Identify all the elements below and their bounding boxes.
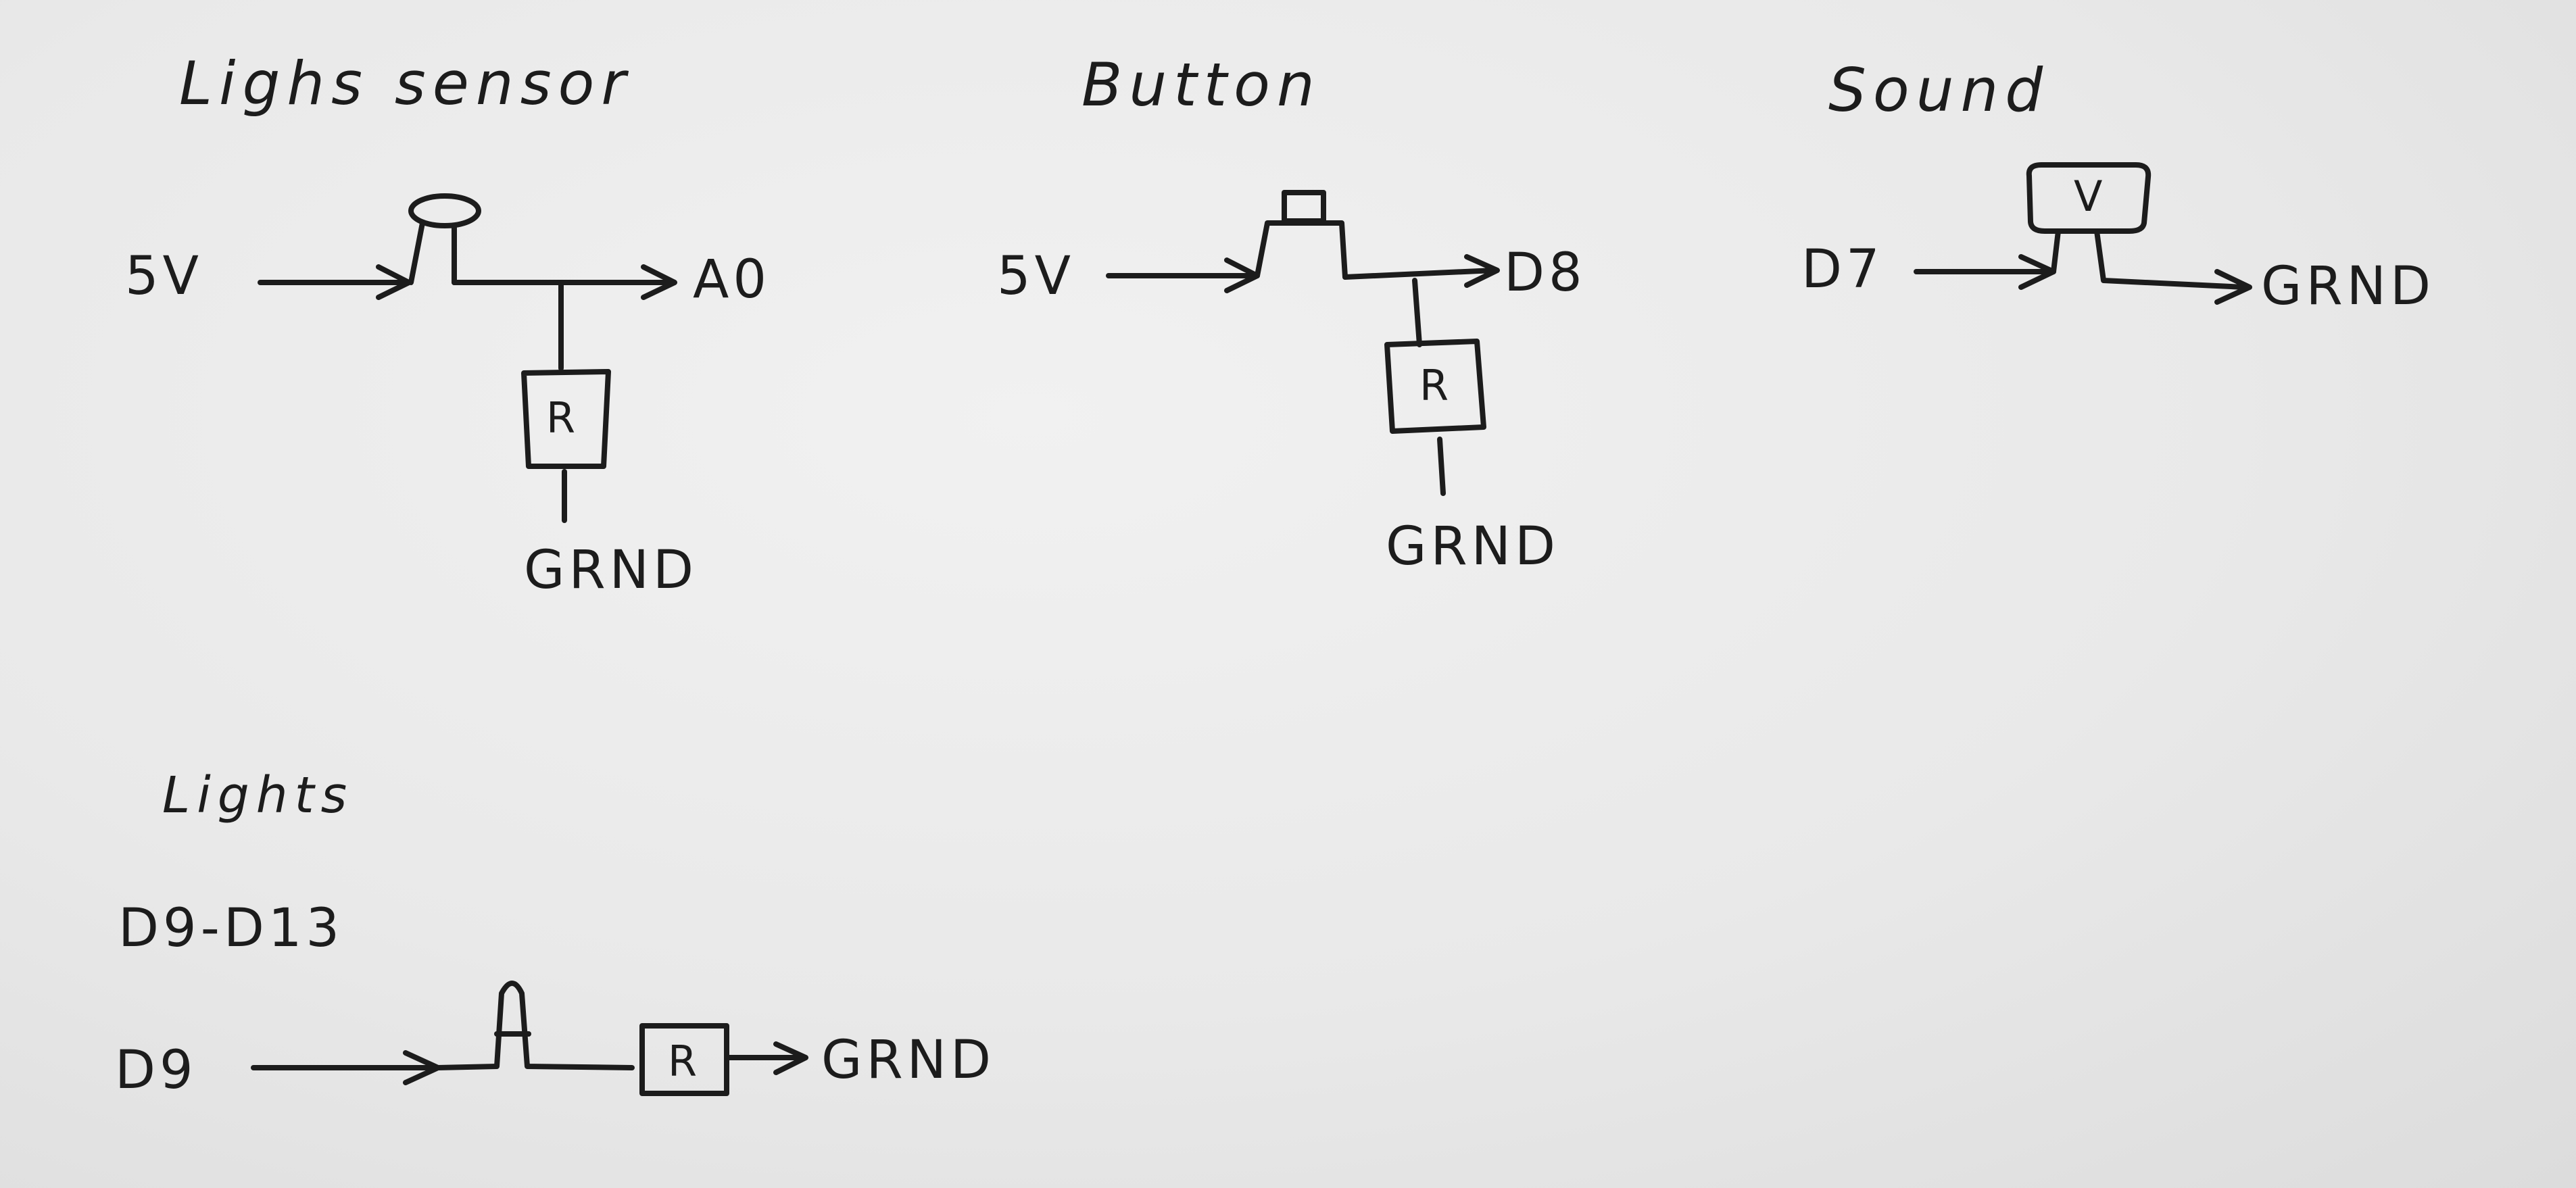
button-input-label: 5V: [997, 246, 1075, 307]
light-sensor-circuit: [258, 193, 677, 523]
button-ground-wire: [1437, 437, 1446, 496]
button-output-label: D8: [1504, 243, 1586, 303]
light-sensor-output-wire: [452, 264, 677, 300]
button-resistor-label: R: [1419, 361, 1453, 410]
light-sensor-title: Lighs sensor: [179, 49, 633, 118]
sound-leads: [2051, 228, 2252, 305]
lights-input-label: D9: [115, 1040, 197, 1101]
sound-input-label: D7: [1801, 239, 1884, 300]
lights-range-label: D9-D13: [118, 898, 344, 959]
lights-ground-wire: [726, 1041, 808, 1075]
lights-led: [435, 981, 635, 1070]
light-sensor-resistor: [521, 369, 611, 469]
sound-title: Sound: [1828, 55, 2050, 125]
sound-circuit: [1914, 162, 2252, 305]
sound-buzzer: [2026, 162, 2152, 234]
lights-title: Lights: [162, 766, 354, 824]
lights-resistor-label: R: [668, 1037, 702, 1086]
button-circuit: [1106, 190, 1500, 496]
light-sensor-resistor-label: R: [546, 393, 580, 443]
button-switch: [1255, 220, 1348, 280]
button-divider-wire: [1412, 278, 1422, 347]
light-sensor-photoresistor: [408, 193, 481, 228]
button-input-arrow: [1106, 257, 1260, 293]
sound-component-label: V: [2074, 172, 2107, 221]
light-sensor-ground-label: GRND: [524, 540, 698, 601]
button-cap: [1282, 190, 1326, 224]
sound-ground-label: GRND: [2261, 256, 2435, 317]
light-sensor-leads: [408, 220, 457, 285]
lights-ground-label: GRND: [821, 1030, 996, 1091]
button-resistor: [1384, 339, 1486, 434]
light-sensor-input-label: 5V: [125, 246, 203, 307]
light-sensor-output-label: A0: [693, 249, 771, 310]
button-output-wire: [1342, 254, 1500, 288]
lights-resistor: [639, 1023, 729, 1096]
sound-input-arrow: [1914, 254, 2056, 290]
lights-input-arrow: [251, 1050, 441, 1085]
button-ground-label: GRND: [1386, 516, 1560, 577]
light-sensor-input-arrow: [258, 264, 412, 300]
button-title: Button: [1082, 50, 1321, 120]
lights-circuit: [251, 981, 808, 1096]
